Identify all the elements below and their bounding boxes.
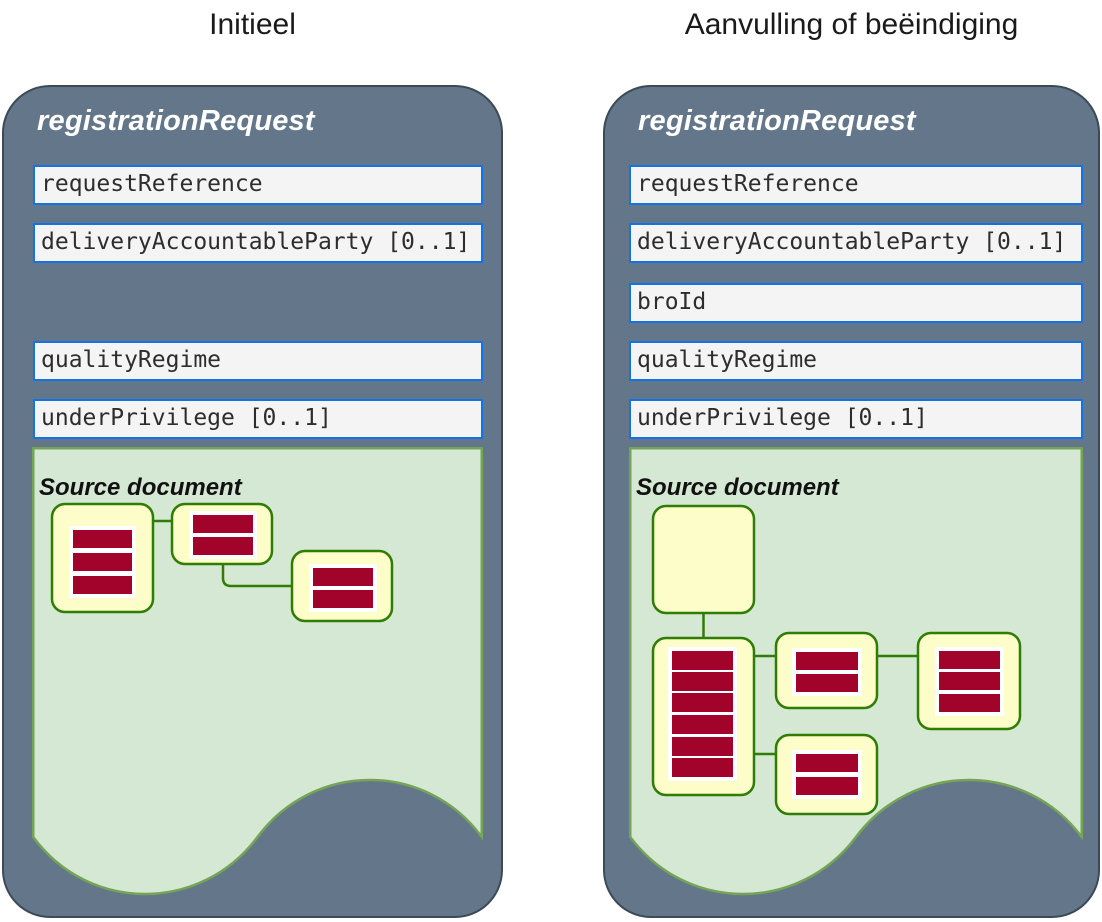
field-request-reference: requestReference (629, 165, 1083, 205)
field-delivery-accountable-party: deliveryAccountableParty [0..1] (33, 223, 483, 263)
doc-node-bar (796, 777, 858, 795)
doc-node-bar (796, 754, 858, 772)
doc-node-bar (672, 715, 733, 734)
doc-node-bar (672, 672, 733, 691)
doc-node-empty (651, 504, 756, 615)
field-under-privilege: underPrivilege [0..1] (629, 399, 1083, 439)
doc-node-bar (313, 590, 373, 608)
doc-node-bar (939, 694, 1000, 712)
doc-node-bar (672, 737, 733, 756)
doc-node-bar (796, 674, 858, 692)
doc-node-bar (313, 568, 373, 586)
doc-node-3bars (916, 631, 1022, 731)
doc-node-bar (672, 693, 733, 712)
field-quality-regime: qualityRegime (629, 341, 1083, 381)
panel-title: registrationRequest (37, 105, 315, 137)
field-delivery-accountable-party: deliveryAccountableParty [0..1] (629, 223, 1083, 263)
doc-node-bar (73, 553, 132, 571)
registration-request-panel-supplement: registrationRequest requestReference del… (603, 85, 1100, 918)
doc-node-2bars (774, 631, 879, 710)
doc-node-bar (939, 672, 1000, 690)
field-request-reference: requestReference (33, 165, 483, 205)
field-bro-id: broId (629, 283, 1083, 323)
field-quality-regime: qualityRegime (33, 341, 483, 381)
doc-node-bar (939, 651, 1000, 669)
field-under-privilege: underPrivilege [0..1] (33, 399, 483, 439)
heading-supplement-or-termination: Aanvulling of beëindiging (684, 8, 1019, 41)
doc-node-bar (672, 651, 733, 670)
source-document-title: Source document (636, 474, 840, 501)
source-document-area: Source document (629, 447, 1083, 896)
source-document-title: Source document (39, 474, 243, 501)
doc-node-2bars (774, 733, 879, 816)
heading-initial: Initieel (209, 8, 296, 41)
doc-node-bar (672, 758, 733, 777)
doc-node-3bars (50, 502, 155, 614)
panel-title: registrationRequest (638, 105, 916, 137)
connector-elbow (221, 564, 292, 588)
doc-node-bar (193, 537, 253, 555)
doc-node-2bars (290, 549, 394, 623)
doc-node-bar (73, 576, 132, 594)
source-document-area: Source document (32, 447, 483, 896)
registration-request-panel-initial: registrationRequest requestReference del… (2, 85, 503, 918)
doc-node-2bars (170, 502, 274, 566)
doc-node-6bars (651, 636, 756, 797)
doc-node-bar (796, 652, 858, 670)
doc-node-bar (193, 515, 253, 533)
doc-node-bar (73, 530, 132, 548)
